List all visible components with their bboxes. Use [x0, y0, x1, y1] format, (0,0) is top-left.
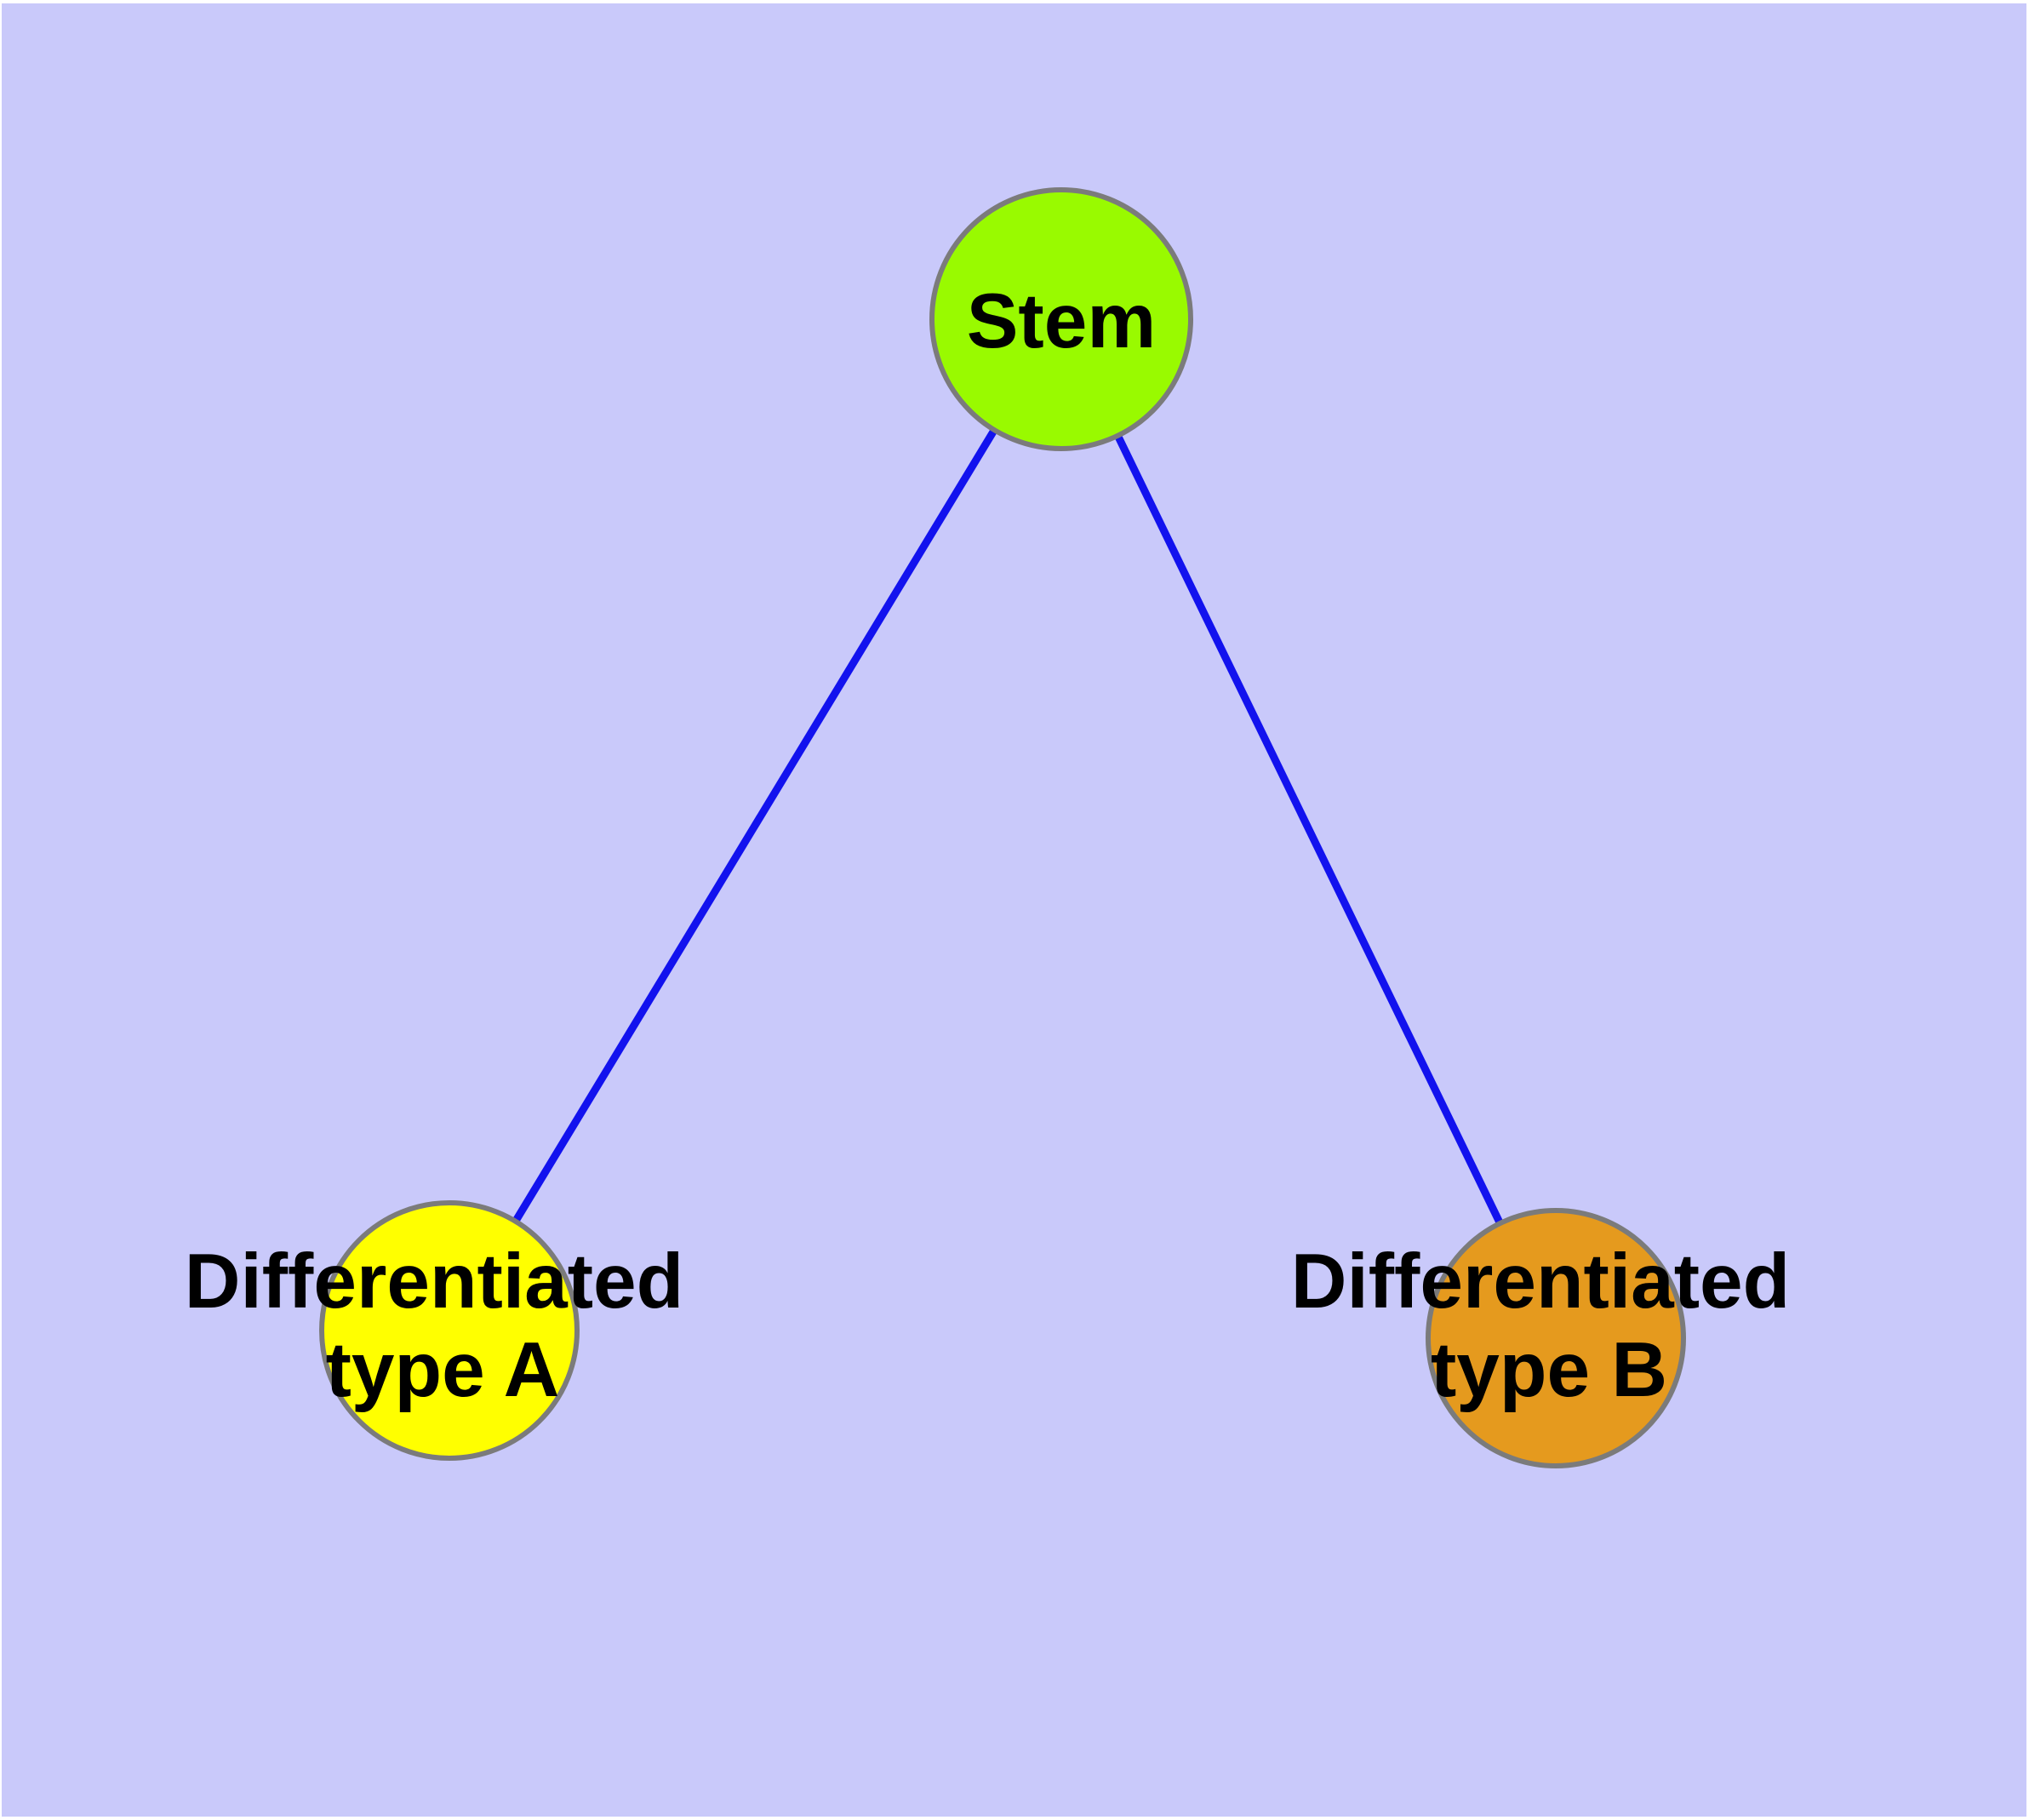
edge-stem-to-type-b — [1057, 318, 1560, 1340]
type-a-node — [319, 1200, 580, 1461]
stem-node-label: Stem — [967, 278, 1157, 364]
stem-node — [929, 187, 1193, 451]
type-b-node — [1426, 1208, 1686, 1468]
type-a-label-line2: type A — [326, 1327, 560, 1413]
edge-stem-to-type-a — [446, 317, 1065, 1333]
type-a-label-line1: Differentiated — [185, 1239, 684, 1325]
type-b-label-line2: type B — [1431, 1327, 1667, 1413]
type-b-label-line1: Differentiated — [1291, 1239, 1791, 1325]
